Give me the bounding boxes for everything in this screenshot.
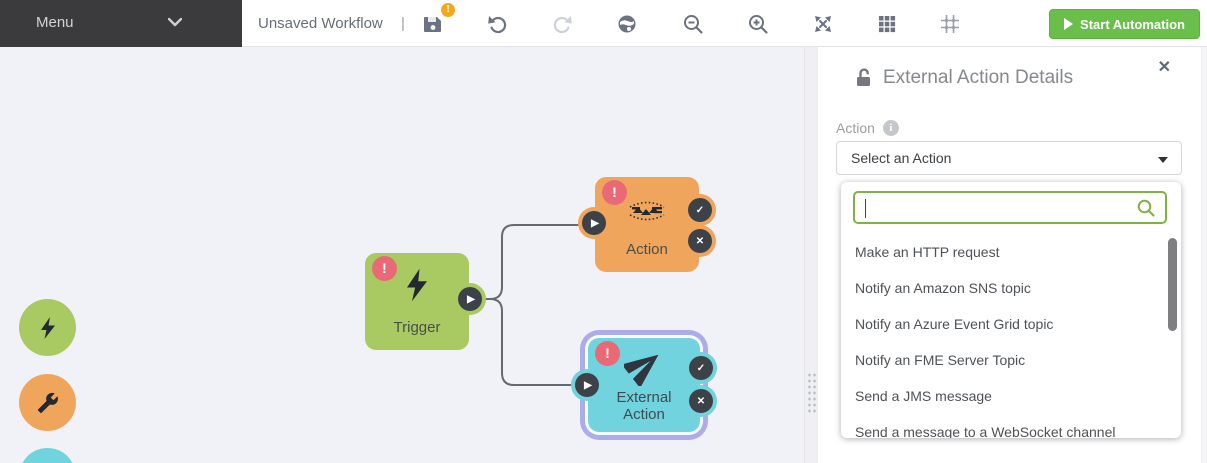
zoom-in-button[interactable] [743,9,773,39]
redo-icon [553,16,572,34]
undo-icon [488,16,507,34]
drag-grip-icon [807,372,817,414]
lock-open-icon [857,68,870,86]
option-websocket-channel[interactable]: Send a message to a WebSocket channel [855,424,1116,438]
globe-icon [618,15,636,33]
save-alert-badge: ! [441,3,455,17]
undo-button[interactable] [482,9,512,39]
text-cursor [865,199,866,218]
chevron-down-icon [168,17,182,27]
world-view-button[interactable] [612,9,642,39]
save-button[interactable]: ! [418,3,455,39]
external-action-failure-port[interactable]: ✕ [685,385,717,417]
menu-button[interactable]: Menu [0,0,242,47]
info-icon[interactable]: i [882,120,899,136]
trigger-node[interactable]: ! Trigger ▶ [365,253,486,350]
panel-header: External Action Details [854,67,1073,89]
action-success-port[interactable]: ✓ [684,194,716,226]
connection-wires [468,224,595,386]
toolbar: Menu Unsaved Workflow | ! [0,0,1207,47]
snap-grid-button[interactable] [935,9,965,39]
external-action-input-port[interactable]: ▶ [571,369,603,401]
play-icon [1064,18,1074,30]
action-error-badge: ! [602,180,627,205]
option-fme-server-topic[interactable]: Notify an FME Server Topic [855,352,1026,368]
zoom-out-button[interactable] [678,9,708,39]
action-select-value: Select an Action [851,150,952,166]
start-automation-button[interactable]: Start Automation [1049,9,1200,39]
action-node[interactable]: ! Action ▶ ✓ ✕ [578,177,716,272]
paper-plane-icon [588,346,700,386]
action-field-label-row: Action i [836,120,899,136]
redo-button[interactable] [548,9,578,39]
action-select[interactable]: Select an Action [836,141,1182,175]
caret-down-icon [1158,157,1168,163]
lightning-bolt-icon [365,267,469,303]
action-failure-port[interactable]: ✕ [684,225,716,257]
lightning-bolt-icon [40,316,55,339]
trigger-output-port[interactable]: ▶ [454,283,486,315]
fme-logo-icon [595,197,699,225]
save-icon [424,17,441,32]
grid-dots-icon [879,16,896,33]
zoom-in-icon [749,15,768,34]
option-azure-event-grid[interactable]: Notify an Azure Event Grid topic [855,316,1054,332]
zoom-out-icon [684,15,703,34]
option-jms-message[interactable]: Send a JMS message [855,388,992,404]
details-panel: ✕ External Action Details Action i Selec… [818,47,1207,463]
external-action-node-label: External Action [616,389,672,423]
palette-trigger[interactable] [19,299,76,356]
search-box[interactable] [853,191,1167,224]
external-action-success-port[interactable]: ✓ [685,352,717,384]
search-input[interactable] [865,195,1135,220]
panel-scrollbar[interactable] [1201,47,1207,463]
panel-resize-handle[interactable] [804,47,818,463]
start-automation-label: Start Automation [1080,16,1185,32]
trigger-node-label: Trigger [393,319,441,336]
action-node-label: Action [626,241,668,258]
action-option-list: Make an HTTP request Notify an Amazon SN… [841,234,1181,438]
fit-to-screen-button[interactable] [808,9,838,39]
expand-arrows-icon [815,16,831,32]
panel-title: External Action Details [883,67,1074,88]
external-action-error-badge: ! [595,341,620,366]
option-http-request[interactable]: Make an HTTP request [855,244,1000,260]
option-amazon-sns[interactable]: Notify an Amazon SNS topic [855,280,1031,296]
dropdown-scrollbar-thumb[interactable] [1168,238,1177,331]
trigger-error-badge: ! [372,256,397,281]
palette-external-action[interactable] [19,448,76,463]
title-divider: | [400,15,405,32]
grid-lines-icon [941,15,959,33]
workflow-title: Unsaved Workflow | [258,15,405,32]
action-dropdown: Make an HTTP request Notify an Amazon SN… [841,182,1181,438]
action-input-port[interactable]: ▶ [578,207,610,239]
wrench-icon [37,392,58,413]
external-action-node[interactable]: ! External Action ▶ ✓ ✕ [571,338,717,432]
grid-view-button[interactable] [872,9,902,39]
close-icon[interactable]: ✕ [1157,59,1171,76]
menu-label: Menu [36,14,74,31]
palette-action[interactable] [19,374,76,431]
action-field-label: Action [836,120,875,136]
search-icon [1137,199,1155,217]
